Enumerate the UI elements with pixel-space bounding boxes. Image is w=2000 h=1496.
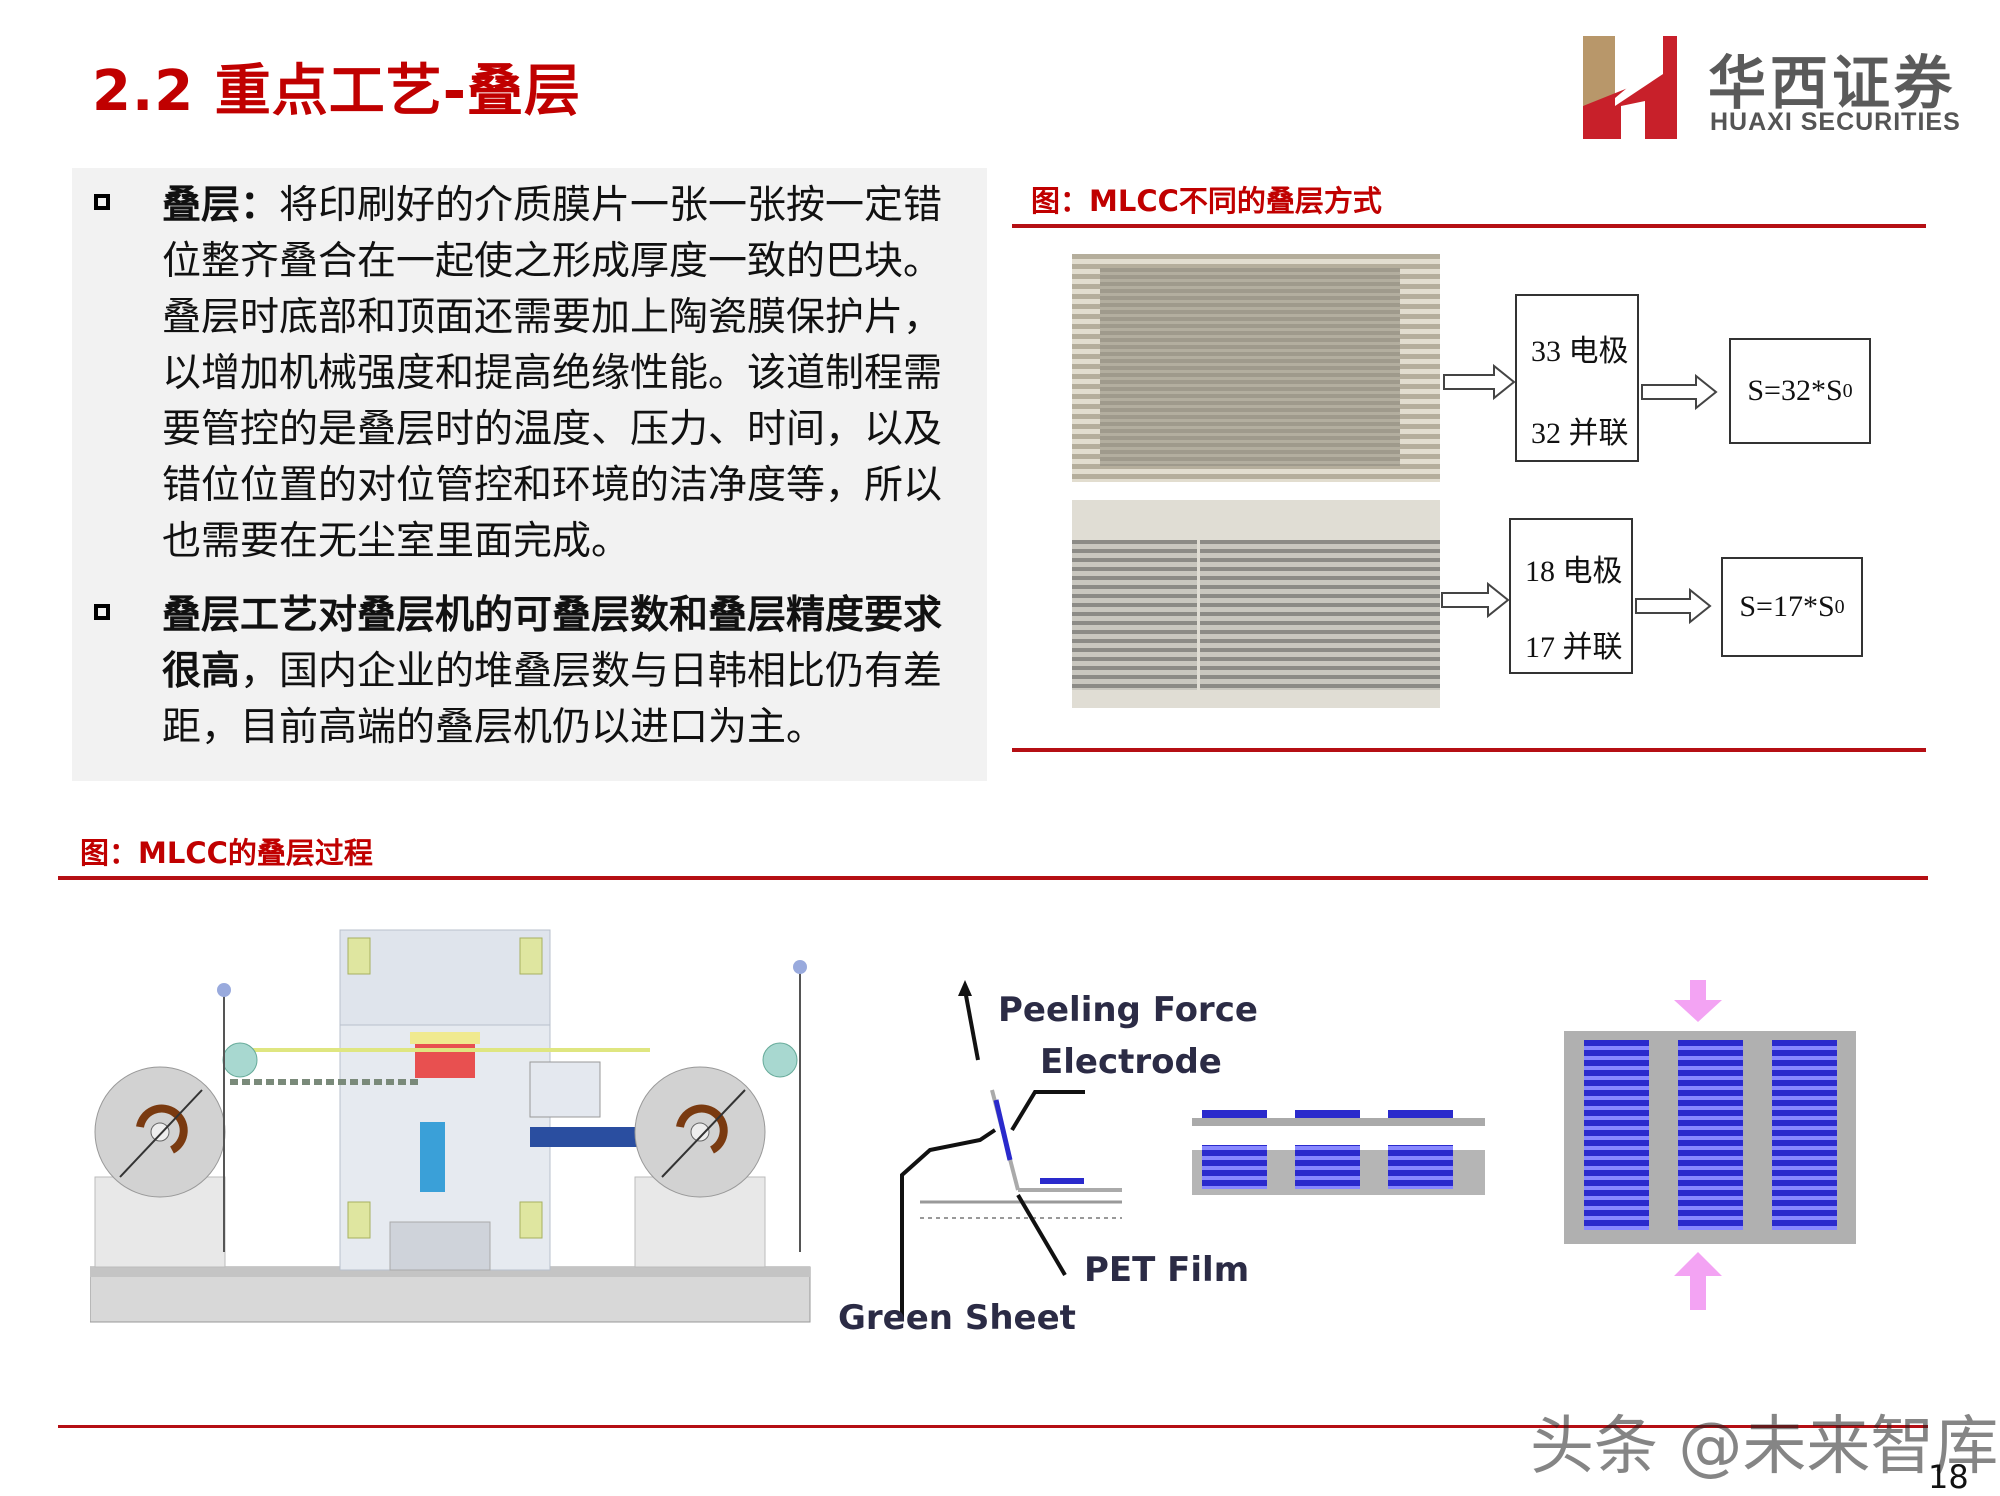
hollow-arrow-icon [1635,587,1712,625]
label-peeling-force: Peeling Force [998,990,1258,1030]
huaxi-h-logo-icon [1583,36,1677,139]
electrode-count-box-1: 33 电极 32 并联 [1515,294,1639,462]
logo-name-cn: 华西证券 [1708,49,1957,117]
hollow-arrow-icon [1641,373,1718,411]
electrode-band [1200,540,1335,690]
footer-rule [58,1425,1928,1428]
layer-process-diagram: Peeling Force Electrode PET Film Green S… [838,980,1900,1350]
figure-caption-top: 图：MLCC不同的叠层方式 [1031,184,1382,218]
watermark: 头条 @未来智库 [1530,1410,1999,1484]
formula-subscript: 0 [1842,379,1853,402]
bullet-1-bold: 叠层： [162,183,280,228]
bullet-paragraph-2: 叠层工艺对叠层机的可叠层数和叠层精度要求很高，国内企业的堆叠层数与日韩相比仍有差… [162,588,974,756]
parallel-count: 32 并联 [1531,417,1629,450]
figure-bottom-rule [1012,748,1926,752]
page-number: 18 [1928,1458,1969,1496]
electrode-count-box-2: 18 电极 17 并联 [1509,518,1633,674]
electrode-band [1072,540,1197,690]
hollow-arrow-icon [1443,363,1516,401]
mlcc-cross-section-photo-2 [1072,500,1440,708]
page-title: 2.2 重点工艺-叠层 [92,59,581,124]
stacked-sheets [1192,1145,1485,1195]
bullet-2-bold: 叠层工艺对叠层机的可叠层数和叠层精度要求很高 [162,593,943,694]
logo-name-en: HUAXI SECURITIES [1710,108,1961,136]
square-bullet-icon [94,194,110,210]
bullet-paragraph-1: 叠层：将印刷好的介质膜片一张一张按一定错位整齐叠合在一起使之形成厚度一致的巴块。… [162,178,974,570]
label-electrode: Electrode [1040,1042,1222,1082]
caption-rule [1012,224,1926,228]
parallel-count: 17 并联 [1525,631,1623,664]
hollow-arrow-icon [1441,581,1510,619]
formula: S=17*S [1739,590,1835,623]
figure-caption-bottom: 图：MLCC的叠层过程 [80,836,373,870]
huaxi-logo: 华西证券 HUAXI SECURITIES [1583,36,1983,140]
electrode-count: 33 电极 [1531,335,1629,368]
label-pet-film: PET Film [1084,1250,1250,1290]
formula-subscript: 0 [1834,595,1845,618]
electrode-band [1334,540,1440,690]
text-panel [72,168,987,781]
bullet-1-text: 将印刷好的介质膜片一张一张按一定错位整齐叠合在一起使之形成厚度一致的巴块。叠层时… [162,183,943,564]
caption-rule [58,876,1928,880]
square-bullet-icon [94,604,110,620]
bullet-2-text: ，国内企业的堆叠层数与日韩相比仍有差距，目前高端的叠层机仍以进口为主。 [162,649,943,750]
formula: S=32*S [1747,374,1843,407]
peeling-schematic [900,980,1856,1320]
electrode-stack [1100,268,1400,466]
electrode-count: 18 电极 [1525,555,1623,588]
label-green-sheet: Green Sheet [838,1298,1076,1338]
mlcc-cross-section-photo-1 [1072,254,1440,482]
stacking-machine-diagram [90,929,811,1323]
